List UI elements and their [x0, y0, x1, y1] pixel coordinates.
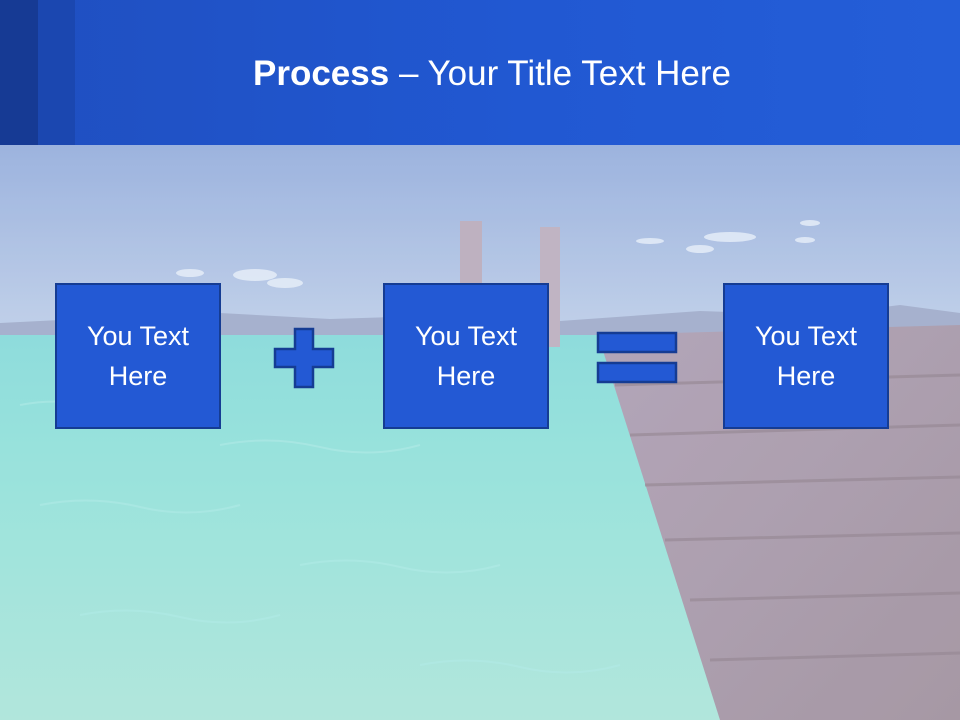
background-photo	[0, 145, 960, 720]
title-rest-part: – Your Title Text Here	[389, 54, 731, 93]
plus-icon	[273, 327, 335, 389]
title-bar: Process – Your Title Text Here	[0, 0, 960, 145]
process-box-2[interactable]: You Text Here	[383, 283, 549, 429]
equals-icon	[596, 331, 678, 384]
title-bold-part: Process	[253, 54, 390, 93]
process-box-1[interactable]: You Text Here	[55, 283, 221, 429]
process-box-3[interactable]: You Text Here	[723, 283, 889, 429]
process-box-2-text: You Text Here	[414, 321, 518, 391]
header-accent-stripe-2	[38, 0, 75, 145]
process-box-1-text: You Text Here	[86, 321, 190, 391]
process-box-3-text: You Text Here	[754, 321, 858, 391]
header-accent-stripe	[0, 0, 38, 145]
slide-title[interactable]: Process – Your Title Text Here	[0, 52, 960, 96]
